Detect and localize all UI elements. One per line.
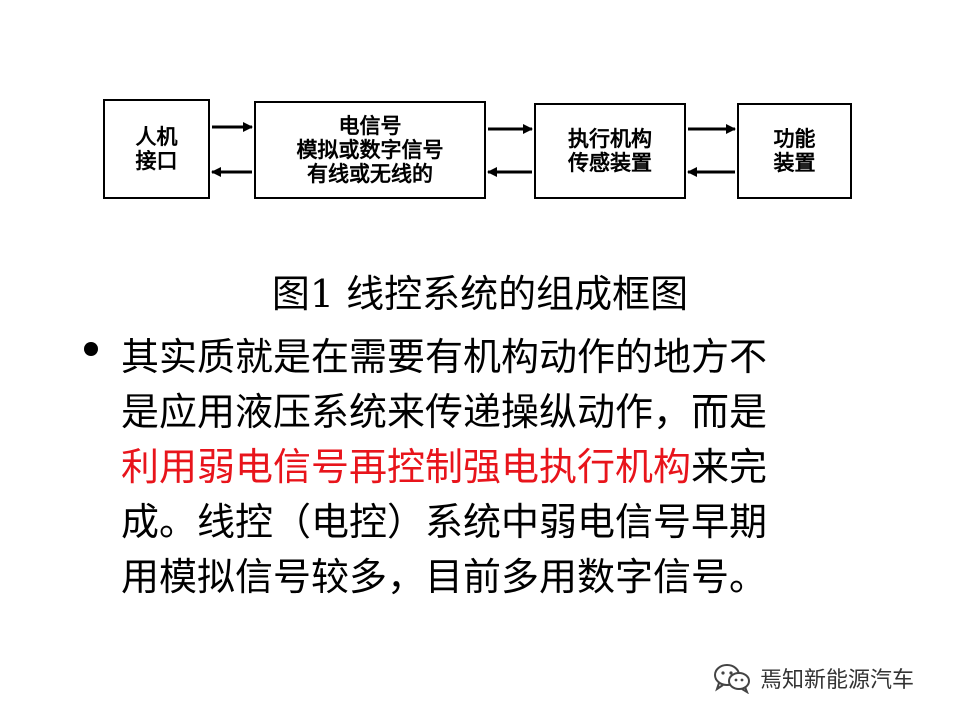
bullet-line-3-rest: 来完: [691, 445, 768, 489]
wechat-icon: [714, 664, 750, 694]
bullet-line-4: 成。线控（电控）系统中弱电信号早期: [121, 500, 768, 544]
signal-label-line-2: 模拟或数字信号: [296, 138, 444, 162]
device-label-line-1: 功能: [773, 127, 816, 151]
figure-caption: 图1 线控系统的组成框图: [271, 272, 689, 316]
watermark-text: 焉知新能源汽车: [760, 668, 915, 693]
signal-label-line-1: 电信号: [338, 114, 402, 138]
bullet-line-2: 是应用液压系统来传递操纵动作，而是: [121, 390, 768, 434]
bullet-line-3: 利用弱电信号再控制强电执行机构来完: [121, 440, 861, 495]
hmi-label-line-1: 人机: [135, 125, 178, 149]
diagram-arrows: [211, 122, 736, 177]
device-label-line-2: 装置: [773, 151, 816, 175]
watermark: 焉知新能源汽车: [712, 660, 914, 696]
bullet-line-5: 用模拟信号较多，目前多用数字信号。: [121, 555, 768, 599]
actuator-label-line-1: 执行机构: [568, 127, 652, 151]
highlight-text: 利用弱电信号再控制强电执行机构: [121, 445, 692, 489]
signal-label-line-3: 有线或无线的: [307, 162, 433, 186]
hmi-box: 人机 接口: [103, 99, 210, 199]
actuator-box: 执行机构 传感装置: [534, 103, 686, 199]
bullet-text: 其实质就是在需要有机构动作的地方不 是应用液压系统来传递操纵动作，而是 利用弱电…: [121, 330, 861, 605]
signal-box: 电信号 模拟或数字信号 有线或无线的: [254, 101, 486, 199]
bullet-dot-icon: [84, 342, 98, 356]
bullet-line-1: 其实质就是在需要有机构动作的地方不: [121, 335, 768, 379]
hmi-label-line-2: 接口: [135, 149, 178, 173]
device-box: 功能 装置: [737, 103, 852, 199]
actuator-label-line-2: 传感装置: [568, 151, 652, 175]
